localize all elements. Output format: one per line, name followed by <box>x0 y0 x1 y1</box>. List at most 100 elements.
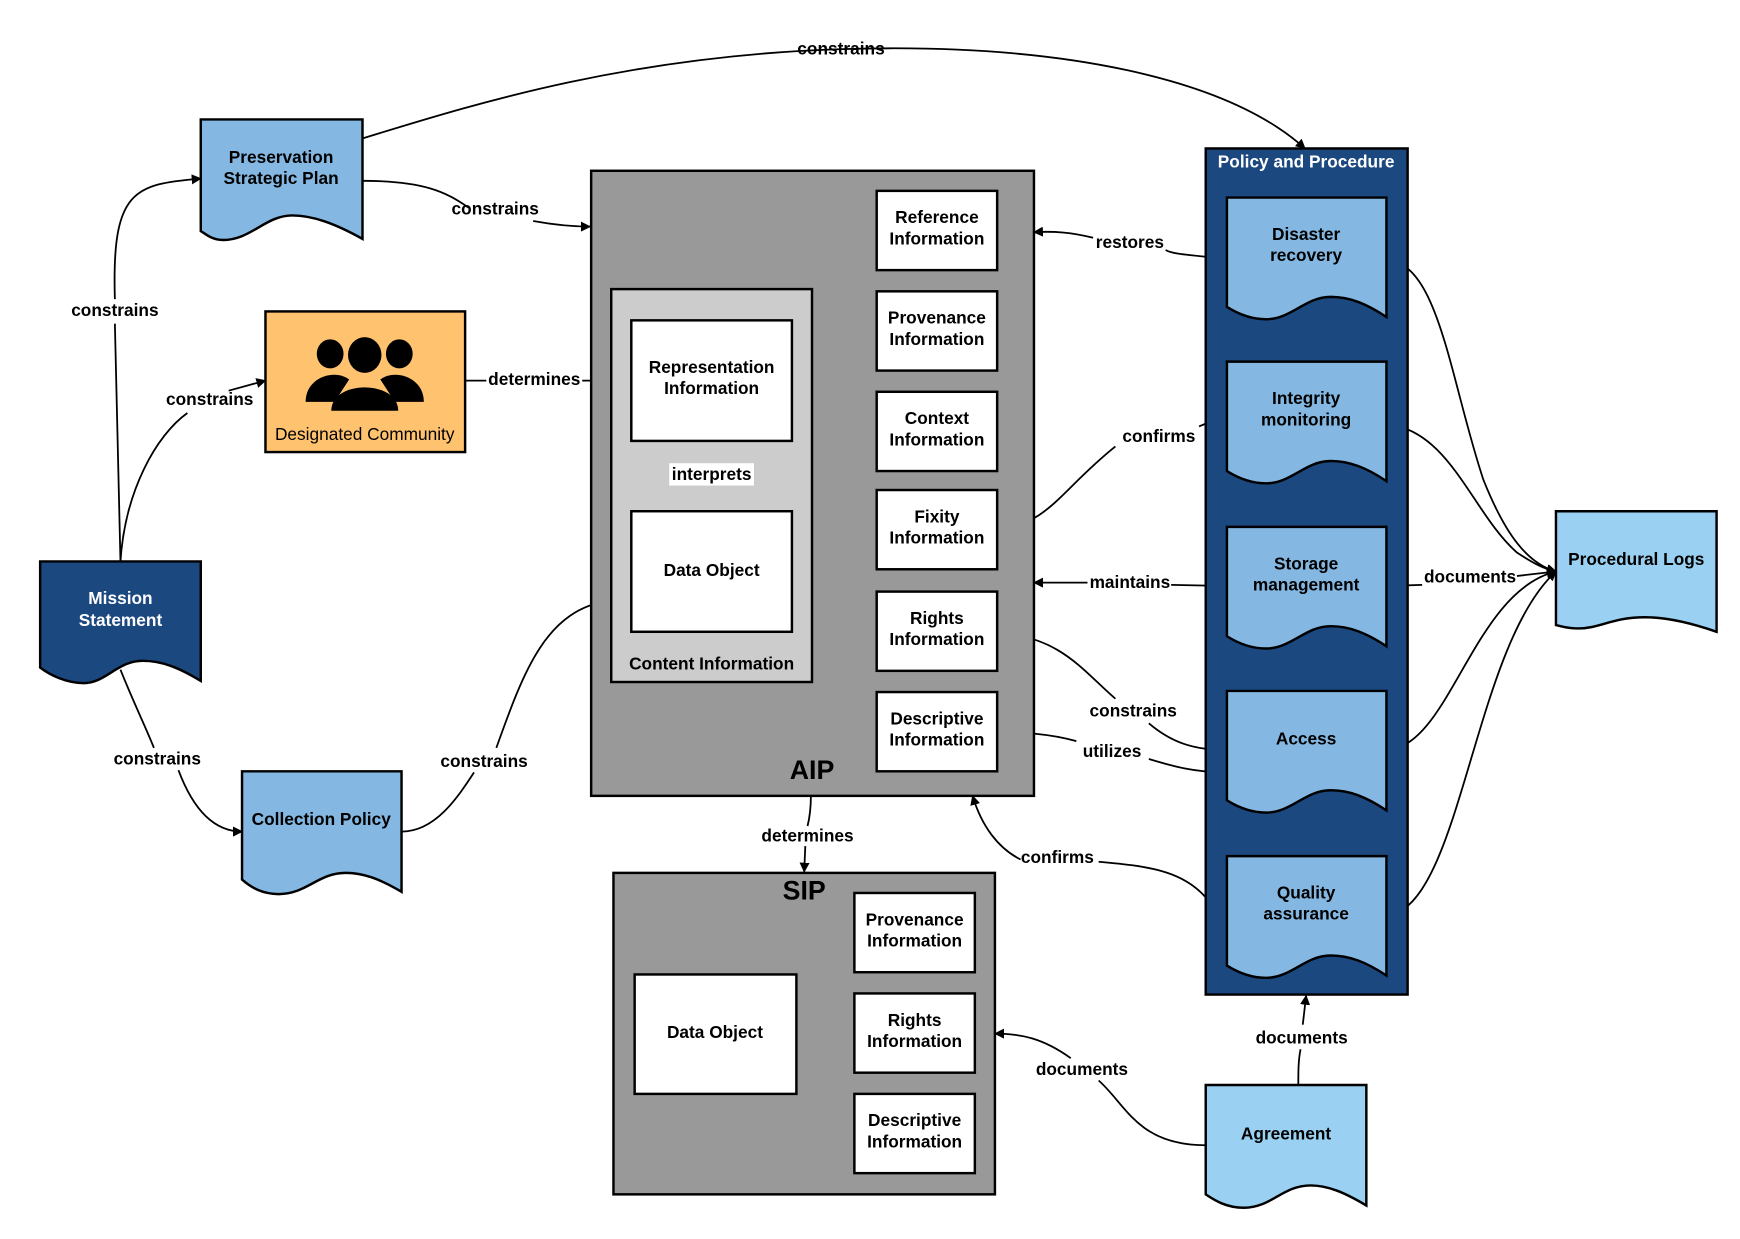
agreement[interactable]: Agreement <box>1204 1083 1368 1209</box>
node-line2: Information <box>889 329 984 349</box>
edge-label-collection-to-content: constrains <box>440 751 527 771</box>
edge-label-access-to-descriptive: utilizes <box>1083 741 1142 761</box>
node-line1: Fixity <box>914 506 960 526</box>
document-shape <box>240 770 403 896</box>
edge-label-agreement-to-policy: documents <box>1256 1028 1348 1048</box>
policy-access[interactable]: Access <box>1225 689 1388 814</box>
node-line2: Information <box>889 528 984 548</box>
edge-label-storage-to-logs: documents <box>1424 567 1516 587</box>
edge-label-plan-to-aip: constrains <box>452 198 539 218</box>
aip-reference-information[interactable]: Reference Information <box>875 189 999 272</box>
node-line1: Storage <box>1274 553 1339 573</box>
edge-disaster-to-logs <box>1386 259 1557 574</box>
node-line2: Information <box>867 931 962 951</box>
node-box <box>875 690 999 773</box>
node-line2: Information <box>889 730 984 750</box>
procedural-logs-label: Procedural Logs <box>1568 549 1704 569</box>
node-line1: Provenance <box>888 308 986 328</box>
community-box <box>264 310 467 454</box>
node-line2: Information <box>867 1131 962 1151</box>
collection-policy[interactable]: Collection Policy <box>240 770 403 896</box>
node-line2: monitoring <box>1261 409 1351 429</box>
node-box <box>853 891 977 974</box>
policy-disaster-recovery[interactable]: Disaster recovery <box>1225 196 1388 321</box>
aip-title: AIP <box>790 755 835 785</box>
document-shape <box>1225 196 1388 321</box>
node-line1: Data Object <box>664 560 760 580</box>
designated-community[interactable]: Designated Community <box>264 310 467 454</box>
edge-label-mission-to-collection: constrains <box>114 749 201 769</box>
node-line2: Information <box>889 629 984 649</box>
edge-qa-to-logs <box>1386 570 1557 917</box>
preservation-plan-line2: Strategic Plan <box>223 168 338 188</box>
sip-provenance-information[interactable]: Provenance Information <box>853 891 977 974</box>
document-shape <box>1225 360 1388 485</box>
policy-quality-assurance[interactable]: Quality assurance <box>1225 854 1388 980</box>
node-line1: Integrity <box>1272 388 1341 408</box>
node-box <box>630 509 794 634</box>
node-line2: management <box>1253 574 1360 594</box>
document-shape <box>38 560 202 685</box>
node-line1: Representation <box>649 357 775 377</box>
node-line1: Descriptive <box>890 708 984 728</box>
edges <box>113 47 1557 1147</box>
agreement-label: Agreement <box>1241 1124 1331 1144</box>
document-shape <box>1225 525 1388 650</box>
sip-descriptive-information[interactable]: Descriptive Information <box>853 1092 977 1175</box>
preservation-strategic-plan[interactable]: Preservation Strategic Plan <box>199 118 364 242</box>
mission-statement[interactable]: Mission Statement <box>38 560 202 685</box>
edge-mission-to-collection <box>119 669 242 832</box>
policy-and-procedure[interactable]: Policy and Procedure Disaster recovery I… <box>1204 147 1409 996</box>
sip-rights-information[interactable]: Rights Information <box>853 992 977 1074</box>
aip-rights-information[interactable]: Rights Information <box>875 590 999 673</box>
node-box <box>875 488 999 571</box>
edge-label-interprets: interprets <box>672 464 752 484</box>
aip-representation-information[interactable]: Representation Information <box>630 319 794 443</box>
node-line2: Information <box>889 429 984 449</box>
document-shape <box>199 118 364 242</box>
interprets-label-bg <box>669 463 754 486</box>
sip-container[interactable]: SIP Data Object Provenance Information R… <box>612 871 997 1196</box>
procedural-logs[interactable]: Procedural Logs <box>1554 509 1718 634</box>
sip-data-object[interactable]: Data Object <box>633 973 798 1096</box>
node-box <box>875 390 999 473</box>
edge-label-qa-to-aip: confirms <box>1021 847 1094 867</box>
node-box <box>633 973 798 1096</box>
node-box <box>630 319 794 443</box>
edge-label-storage-to-aip: maintains <box>1090 572 1171 592</box>
node-box <box>875 590 999 673</box>
edge-label-integrity-to-fixity: confirms <box>1122 426 1195 446</box>
edge-label-plan-to-policy: constrains <box>797 39 884 59</box>
document-shape <box>1554 509 1718 634</box>
node-line2: recovery <box>1270 245 1342 265</box>
aip-container[interactable]: AIP Content Information Representation I… <box>589 169 1036 798</box>
node-line2: Information <box>889 228 984 248</box>
aip-data-object[interactable]: Data Object <box>630 509 794 634</box>
edge-integrity-to-logs <box>1386 423 1557 575</box>
edge-access-to-logs <box>1386 568 1557 751</box>
edge-label-aip-to-sip: determines <box>761 826 853 846</box>
collection-policy-label: Collection Policy <box>252 809 392 829</box>
policy-storage-management[interactable]: Storage management <box>1225 525 1388 650</box>
sip-title: SIP <box>783 876 826 906</box>
aip-context-information[interactable]: Context Information <box>875 390 999 473</box>
document-shape <box>1225 689 1388 814</box>
document-shape <box>1225 854 1388 980</box>
people-icon <box>305 337 424 411</box>
aip-descriptive-information[interactable]: Descriptive Information <box>875 690 999 773</box>
edge-labels: constrains constrains constrains constra… <box>71 39 1516 1079</box>
aip-provenance-information[interactable]: Provenance Information <box>875 290 999 372</box>
edge-qa-to-aip <box>973 796 1207 899</box>
node-line1: Provenance <box>866 909 964 929</box>
edge-label-mission-to-plan: constrains <box>71 300 158 320</box>
aip-fixity-information[interactable]: Fixity Information <box>875 488 999 571</box>
preservation-plan-line1: Preservation <box>229 147 334 167</box>
edge-agreement-to-policy <box>1298 996 1306 1085</box>
edge-aip-to-sip <box>804 795 811 872</box>
community-label: Designated Community <box>275 424 455 444</box>
document-shape <box>1204 1083 1368 1209</box>
policy-integrity-monitoring[interactable]: Integrity monitoring <box>1225 360 1388 485</box>
node-line1: Access <box>1276 729 1337 749</box>
node-line1: Descriptive <box>868 1110 962 1130</box>
